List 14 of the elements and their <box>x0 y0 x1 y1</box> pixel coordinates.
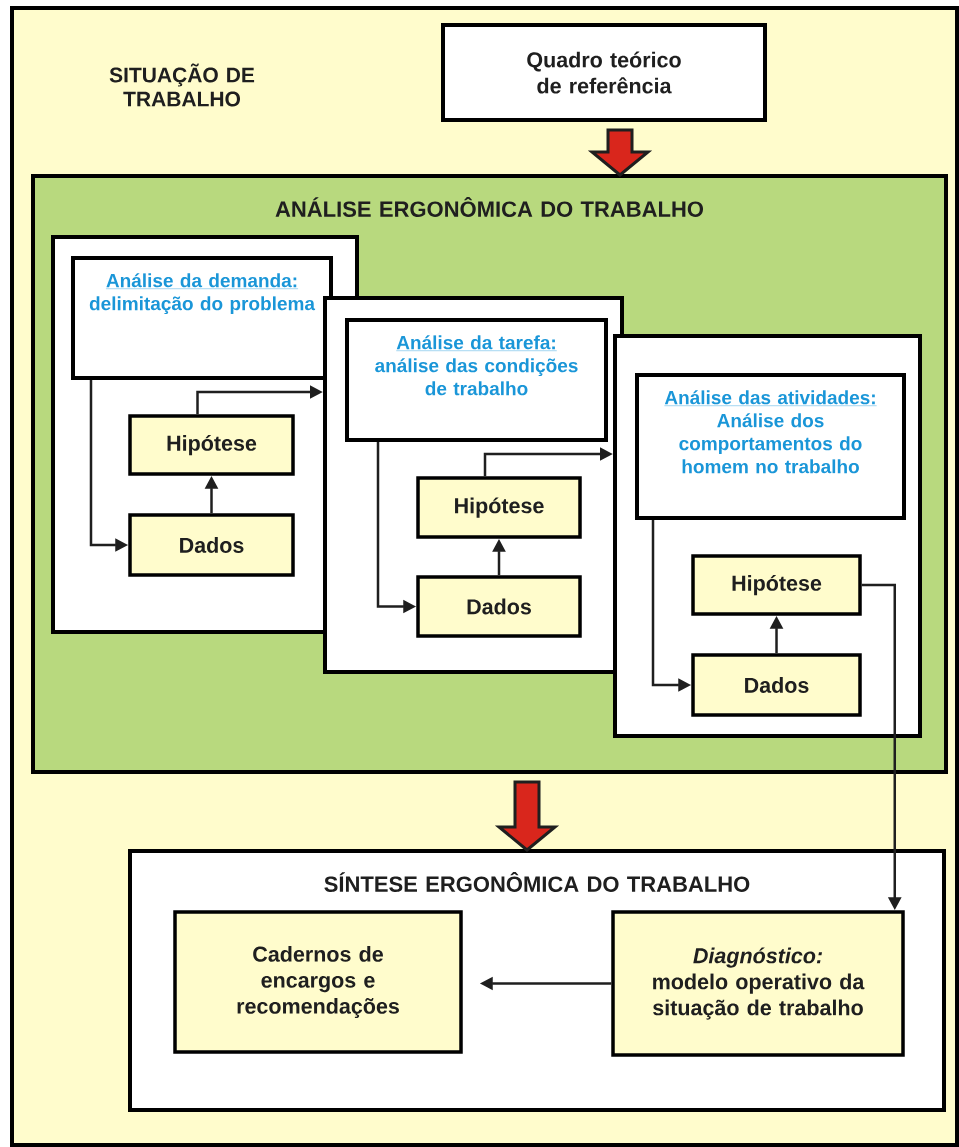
process-box: Quadro teórico de referência <box>441 23 767 122</box>
header-box: Análise das atividades: Análise dos comportamentos do homem no trabalho <box>635 373 906 520</box>
process-box: Cadernos de encargos e recomendações <box>173 910 463 1054</box>
process-box: Dados <box>691 653 862 717</box>
header-box: Análise da tarefa: análise das condições de trabalho <box>345 318 608 442</box>
header-box: Análise da demanda: delimitação do problema <box>71 256 333 380</box>
process-box: Dados <box>128 513 295 577</box>
block-arrow <box>494 780 560 852</box>
process-box: Hipótese <box>691 554 862 616</box>
block-arrow <box>587 128 653 177</box>
process-box: Dados <box>416 575 582 638</box>
process-box: Diagnóstico: modelo operativo da situação de trabalho <box>611 910 905 1057</box>
process-box: Hipótese <box>128 414 295 476</box>
process-box: Hipótese <box>416 476 582 539</box>
